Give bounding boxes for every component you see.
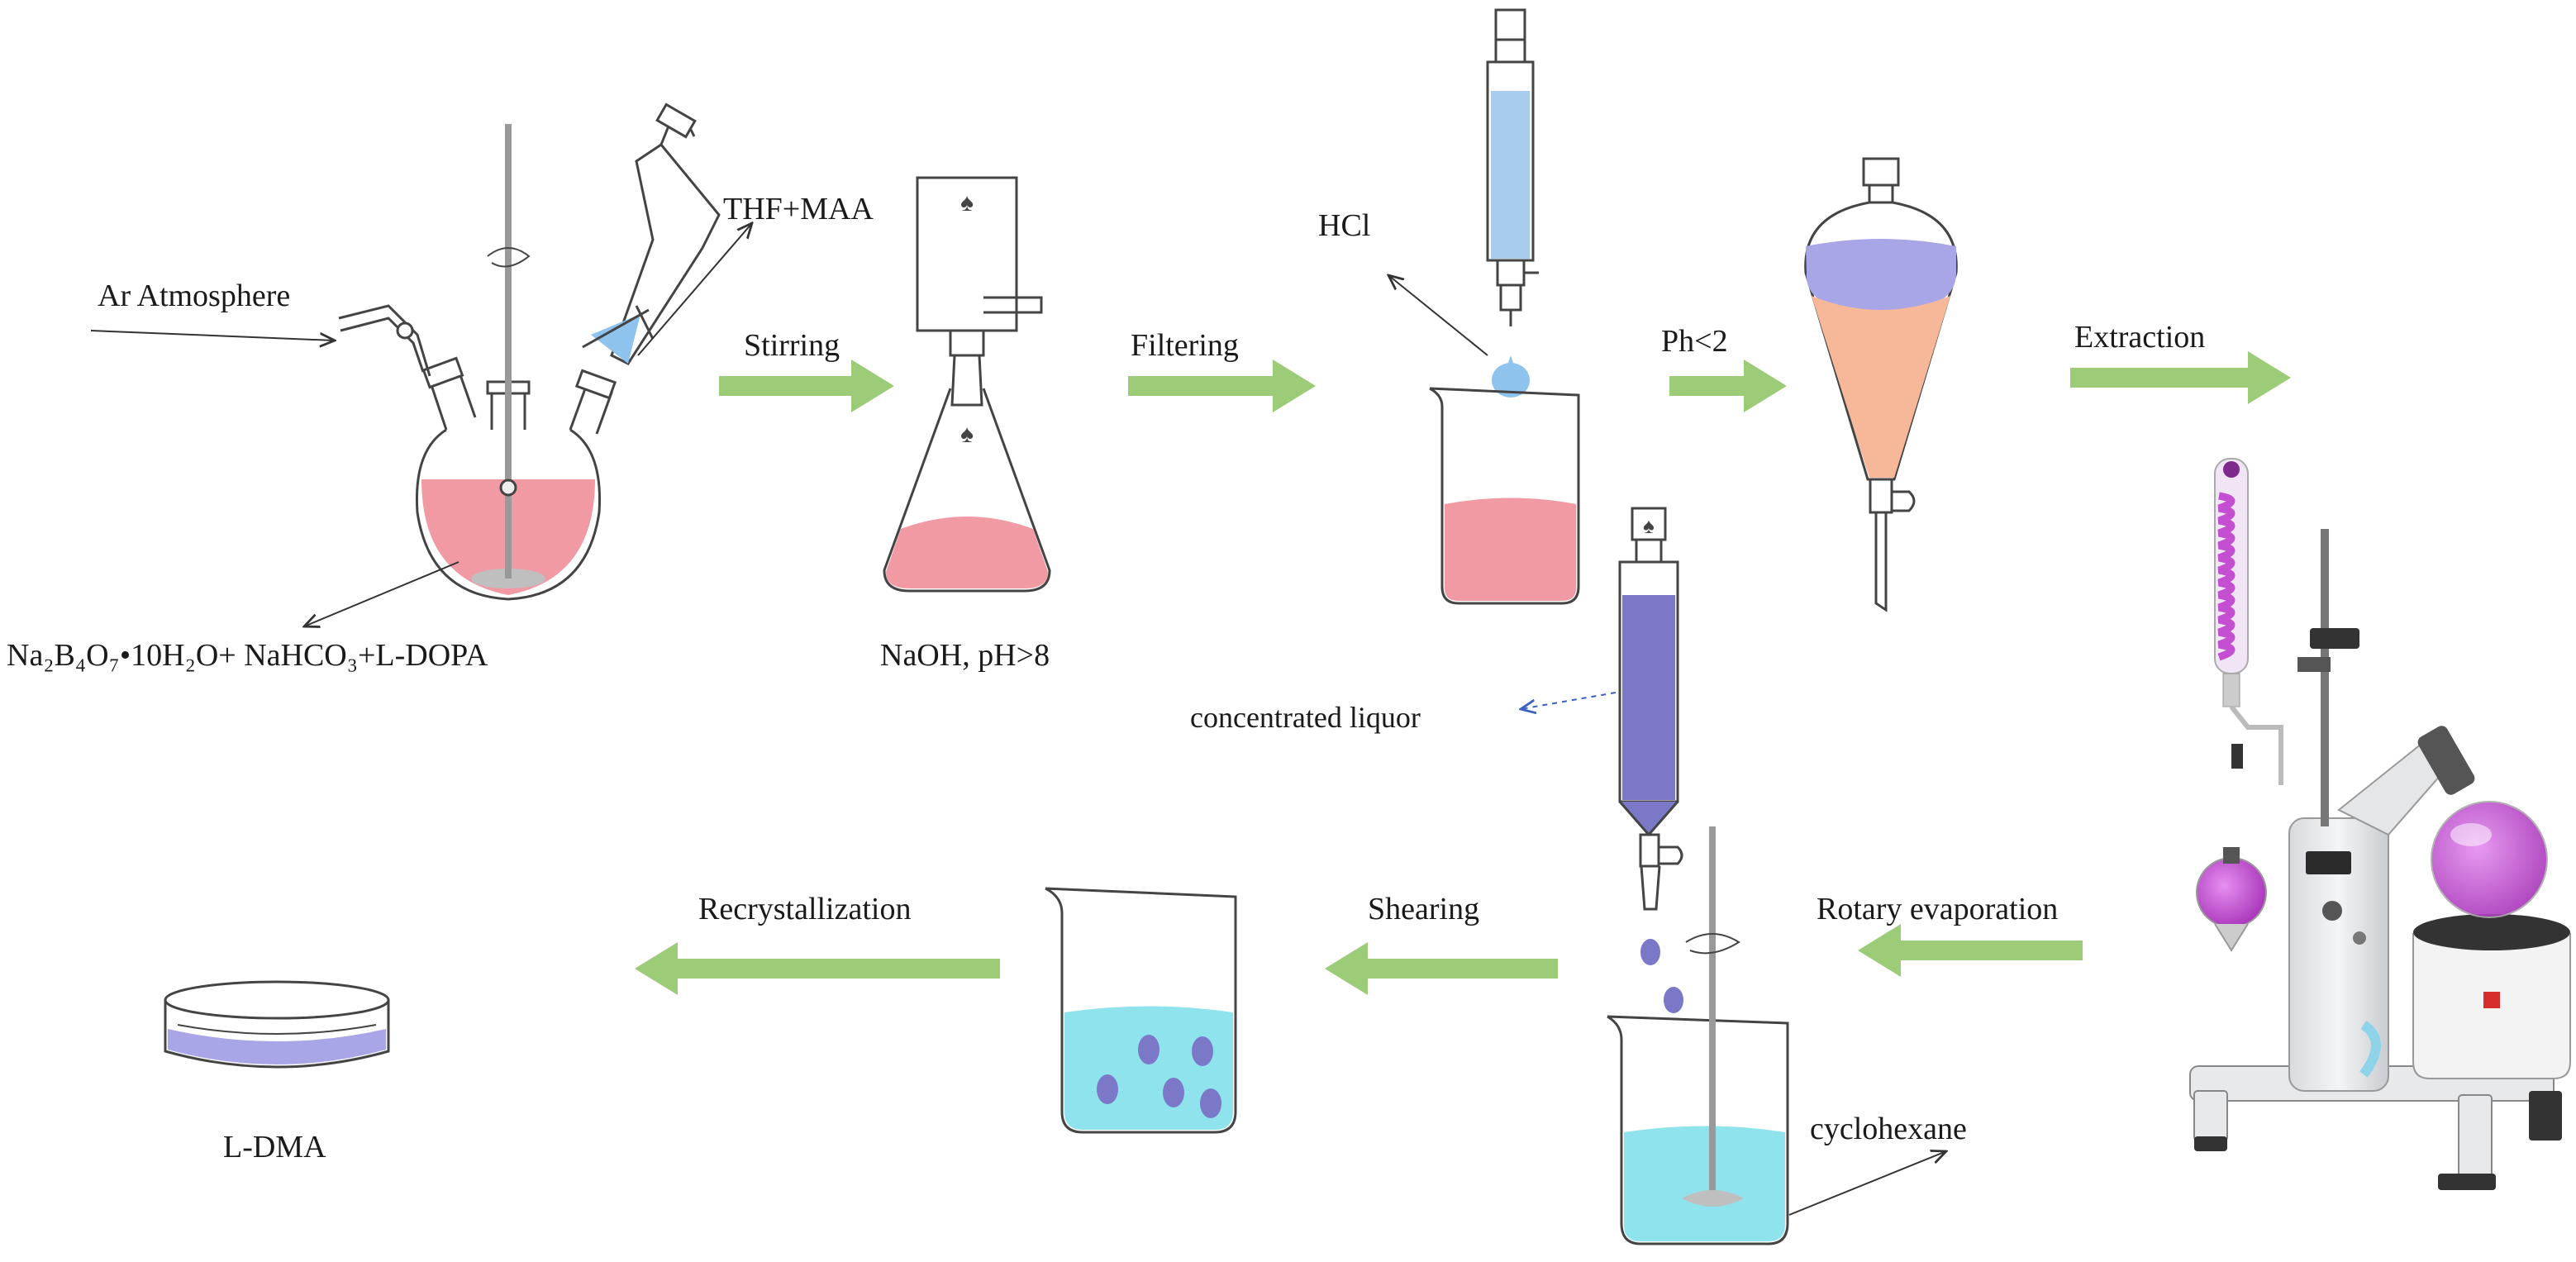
concentrated-liquor-label: concentrated liquor bbox=[1190, 701, 1421, 734]
filter-flask: ♠ ♠ bbox=[883, 176, 1051, 593]
beaker-liquid bbox=[1445, 498, 1576, 601]
concentrated-liquor-arrow bbox=[1521, 692, 1617, 709]
cyclohexane-label: cyclohexane bbox=[1810, 1112, 1967, 1146]
hcl-drop bbox=[1492, 363, 1530, 398]
hcl-arrow bbox=[1388, 275, 1488, 356]
filtering-arrow bbox=[1128, 360, 1316, 412]
burette-beaker bbox=[1429, 8, 1580, 605]
funnel-liquid bbox=[591, 314, 640, 364]
ar-atmosphere-label: Ar Atmosphere bbox=[98, 279, 290, 313]
rotary-evaporator bbox=[2189, 458, 2571, 1190]
hcl-label: HCl bbox=[1318, 208, 1370, 243]
separatory-upper-layer bbox=[1806, 239, 1957, 318]
thf-maa-label: THF+MAA bbox=[723, 192, 874, 226]
filter-flask-liquid bbox=[886, 517, 1048, 588]
svg-text:♠: ♠ bbox=[1643, 514, 1655, 538]
product-label: L-DMA bbox=[223, 1130, 326, 1164]
svg-text:♠: ♠ bbox=[960, 421, 974, 448]
separatory-lower-layer bbox=[1812, 296, 1950, 478]
rotary-evaporation-arrow bbox=[1858, 924, 2083, 977]
thf-maa-arrow bbox=[637, 223, 752, 356]
extraction-arrow bbox=[2070, 351, 2291, 404]
ar-atmosphere-arrow bbox=[90, 330, 335, 341]
separatory-funnel bbox=[1804, 157, 1958, 612]
reactants-label: Na₂B₄O₇•10H₂O+ NaHCO₃+L-DOPA bbox=[7, 638, 488, 673]
shearing-beaker bbox=[1045, 887, 1237, 1134]
stirring-label: Stirring bbox=[744, 328, 840, 363]
petri-dish bbox=[164, 980, 390, 1069]
labels: Ar Atmosphere THF+MAA Na₂B₄O₇•10H₂O+ NaH… bbox=[7, 192, 2205, 1164]
stirring-arrow bbox=[719, 360, 894, 412]
ph-arrow bbox=[1669, 360, 1787, 412]
dropping-funnel: ♠ bbox=[1618, 507, 1683, 1013]
ph-label: Ph<2 bbox=[1661, 324, 1728, 359]
rotary-evaporation-label: Rotary evaporation bbox=[1817, 892, 2058, 926]
svg-text:♠: ♠ bbox=[960, 189, 974, 217]
stirred-beaker bbox=[1607, 826, 1789, 1245]
process-arrows bbox=[635, 351, 2291, 995]
three-neck-flask bbox=[338, 102, 721, 601]
filtering-label: Filtering bbox=[1131, 328, 1239, 363]
reactants-arrow bbox=[304, 561, 459, 626]
recrystallization-arrow bbox=[635, 942, 1000, 995]
petri-dish-contents bbox=[168, 1029, 386, 1064]
cyclohexane-arrow bbox=[1788, 1151, 1946, 1216]
shearing-label: Shearing bbox=[1368, 892, 1479, 926]
shearing-arrow bbox=[1325, 942, 1558, 995]
recrystallization-label: Recrystallization bbox=[698, 892, 911, 926]
annotation-arrows bbox=[90, 223, 1946, 1216]
naoh-label: NaOH, pH>8 bbox=[880, 638, 1050, 673]
extraction-label: Extraction bbox=[2074, 320, 2205, 355]
stirred-beaker-liquid bbox=[1624, 1126, 1785, 1241]
